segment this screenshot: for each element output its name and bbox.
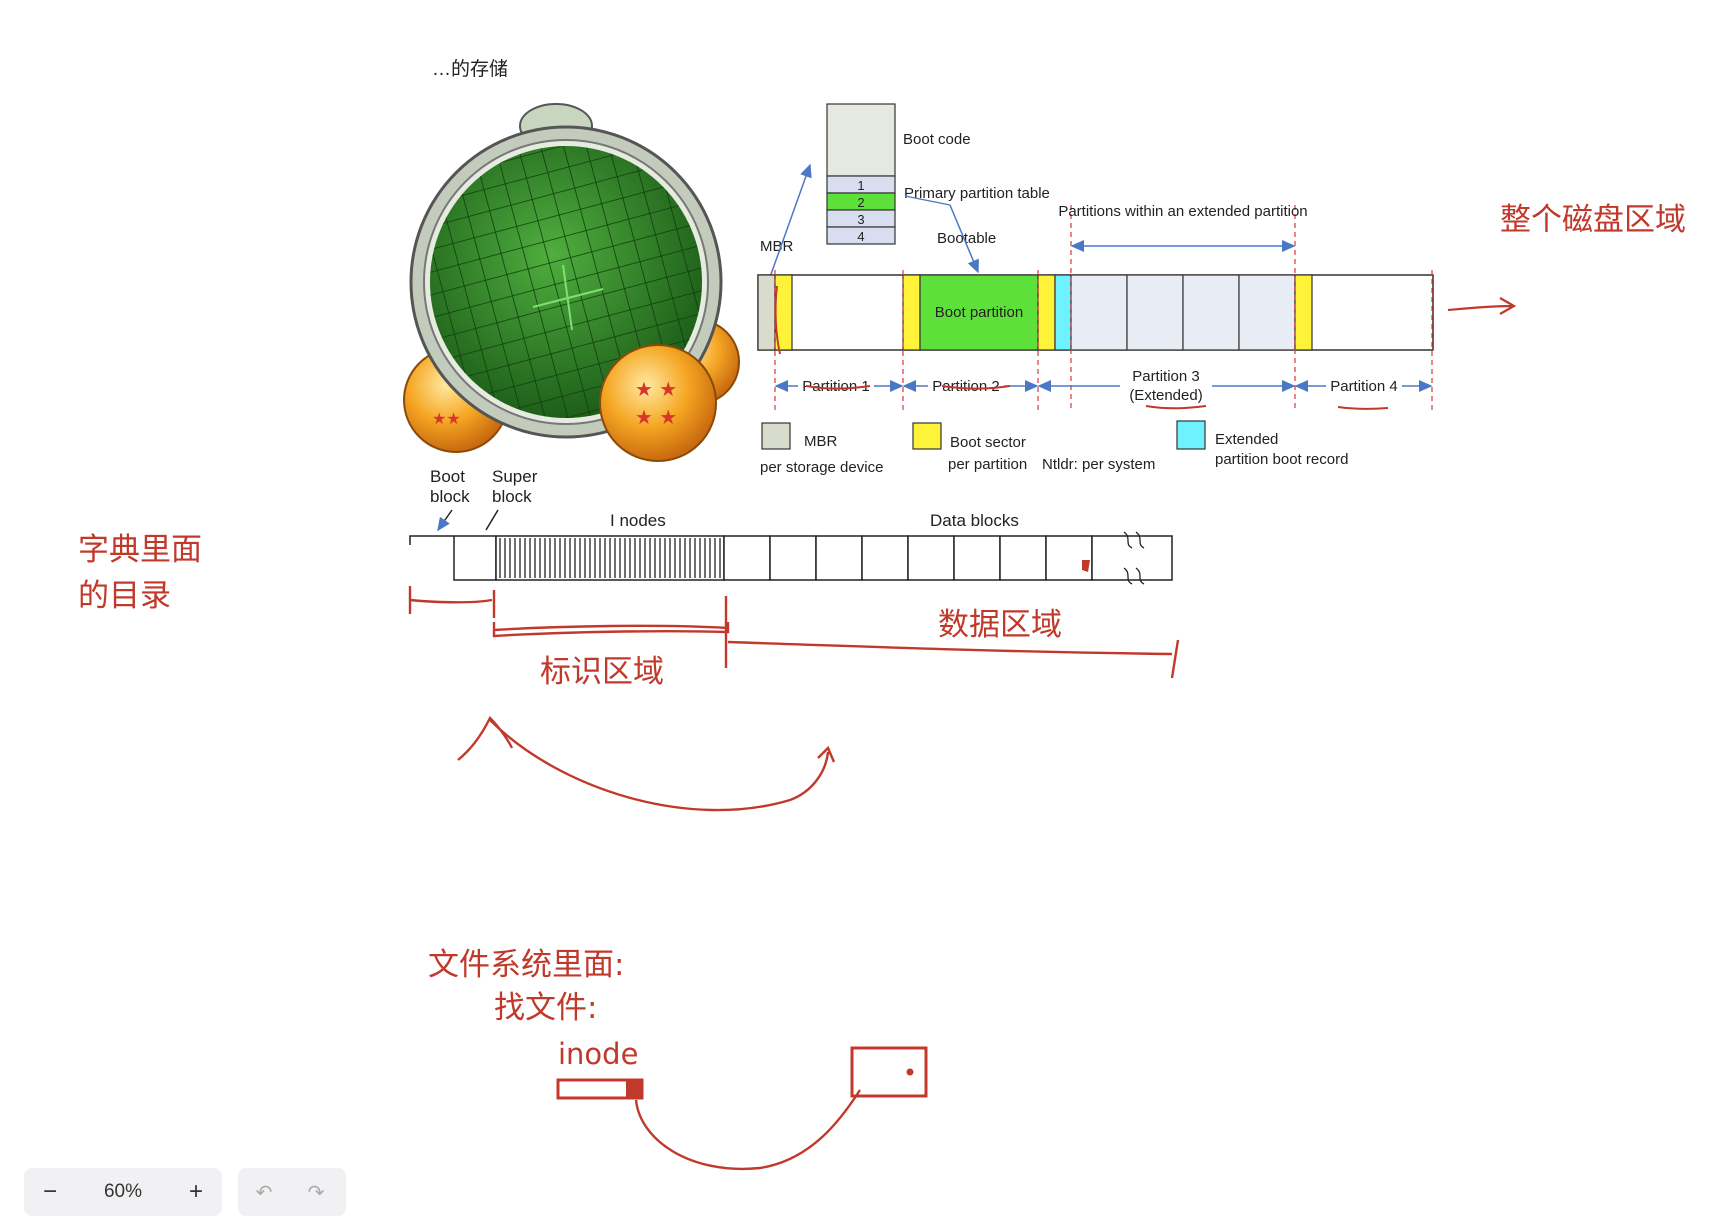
inode-pointer bbox=[626, 1080, 642, 1098]
legend-extended-sub: partition boot record bbox=[1215, 451, 1348, 468]
svg-text:★★: ★★ bbox=[432, 409, 461, 428]
extended-boot-record-segment bbox=[1054, 274, 1072, 351]
super-block bbox=[453, 535, 497, 581]
break-mark-top bbox=[1123, 531, 1145, 549]
id-area-annotation: 标识区域 bbox=[540, 654, 664, 690]
partition-1-label: Partition 1 bbox=[802, 378, 870, 395]
fs-inside-annotation-1: 文件系统里面: bbox=[428, 947, 624, 983]
legend-mbr-swatch bbox=[761, 422, 791, 450]
boot-sector-segment bbox=[1294, 274, 1313, 351]
data-area-bracket bbox=[724, 596, 1180, 679]
inode-annotation: inode bbox=[558, 1037, 638, 1071]
data-block bbox=[999, 535, 1047, 581]
partition-table-row-4 bbox=[826, 226, 896, 245]
boot-partition-segment bbox=[919, 274, 1039, 351]
partition-underlines bbox=[805, 385, 1389, 410]
inode-to-block-curve bbox=[634, 1089, 862, 1171]
legend-ntldr-label: Ntldr: per system bbox=[1042, 456, 1155, 473]
data-block bbox=[907, 535, 955, 581]
fs-inside-annotation-2: 找文件: bbox=[494, 990, 597, 1026]
filesystem-layout: Boot block Super block I nodes Data bloc… bbox=[409, 467, 1173, 585]
partition-3-extended-label: (Extended) bbox=[1129, 387, 1202, 404]
svg-text:★ ★: ★ ★ bbox=[635, 377, 677, 401]
extended-partitions-text: Partitions within an extended partition bbox=[1058, 203, 1307, 220]
data-block-dot bbox=[906, 1068, 914, 1076]
data-area-annotation: 数据区域 bbox=[938, 607, 1062, 643]
partition-2-label: Partition 2 bbox=[932, 378, 1000, 395]
data-block bbox=[815, 535, 863, 581]
mbr-zoom-arrow bbox=[769, 163, 812, 278]
partition-3-label: Partition 3 bbox=[1132, 368, 1200, 385]
legend-boot-sector-label: Boot sector bbox=[950, 434, 1026, 451]
whole-disk-arrow bbox=[1447, 297, 1517, 315]
data-block bbox=[769, 535, 817, 581]
legend-mbr-label: MBR bbox=[804, 433, 838, 450]
mbr-detail: 1 2 3 4 Boot code Primary partition tabl… bbox=[760, 103, 1050, 278]
data-block bbox=[1045, 535, 1093, 581]
bootable-arrow bbox=[949, 204, 979, 274]
super-block-label-1: Super bbox=[492, 467, 538, 486]
table-row-label: 2 bbox=[857, 195, 864, 210]
dragon-radar-illustration: ★ ★ ★ ★ ★★ bbox=[403, 103, 740, 462]
boot-bracket bbox=[408, 586, 496, 618]
super-block-label-2: block bbox=[492, 487, 532, 506]
zoom-out-button[interactable]: − bbox=[42, 1178, 57, 1205]
zoom-toolbar: − 60% + bbox=[24, 1168, 222, 1216]
mbr-pointer-label: MBR bbox=[760, 238, 794, 255]
mbr-segment bbox=[757, 274, 776, 351]
primary-partition-table-label: Primary partition table bbox=[904, 185, 1050, 202]
header-fragment: …的存储 bbox=[432, 58, 508, 80]
legend-mbr-sub: per storage device bbox=[760, 459, 883, 476]
dictionary-annotation-2: 的目录 bbox=[78, 578, 171, 614]
redo-button[interactable]: ↷ bbox=[307, 1181, 325, 1204]
boot-block-label-2: block bbox=[430, 487, 470, 506]
table-row-label: 3 bbox=[857, 212, 864, 227]
svg-text:★ ★: ★ ★ bbox=[635, 405, 677, 429]
data-block bbox=[1091, 535, 1173, 581]
undo-button[interactable]: ↶ bbox=[255, 1181, 273, 1204]
boot-sector-segment bbox=[902, 274, 921, 351]
history-toolbar: ↶ ↷ bbox=[238, 1168, 346, 1216]
logical-partition-segment bbox=[1126, 274, 1184, 351]
data-block-marker bbox=[1082, 560, 1090, 572]
legend-extended-swatch bbox=[1176, 420, 1206, 450]
legend-extended-label: Extended bbox=[1215, 431, 1278, 448]
data-block bbox=[861, 535, 909, 581]
boot-partition-label: Boot partition bbox=[935, 304, 1023, 321]
zoom-in-button[interactable]: + bbox=[188, 1178, 203, 1205]
mbr-mark bbox=[774, 285, 781, 355]
dictionary-annotation-1: 字典里面 bbox=[78, 532, 202, 568]
legend-boot-sector-sub: per partition bbox=[948, 456, 1027, 473]
data-block-box bbox=[850, 1046, 928, 1098]
boot-code-label: Boot code bbox=[903, 131, 971, 148]
data-block bbox=[953, 535, 1001, 581]
logical-partition-segment bbox=[1182, 274, 1240, 351]
data-block bbox=[723, 535, 771, 581]
boot-code-block bbox=[826, 103, 896, 177]
extended-partitions-label: Partitions within an extended partition bbox=[1058, 203, 1307, 220]
annotations: 整个磁盘区域 字典里面 的目录 数据区域 标识区域 文件系统里面: 找文件: i… bbox=[78, 202, 1686, 1171]
lookup-curve-arrow bbox=[457, 715, 836, 812]
boot-block-label-1: Boot bbox=[430, 467, 465, 486]
legend-boot-sector-swatch bbox=[912, 422, 942, 450]
data-blocks-label: Data blocks bbox=[930, 511, 1019, 530]
logical-partition-segment bbox=[1238, 274, 1296, 351]
bootable-label: Bootable bbox=[937, 230, 996, 247]
boot-sector-segment bbox=[1037, 274, 1056, 351]
inodes-label: I nodes bbox=[610, 511, 666, 530]
data-blocks-row bbox=[723, 535, 1173, 581]
whole-disk-annotation: 整个磁盘区域 bbox=[1500, 202, 1686, 238]
table-row-label: 1 bbox=[857, 178, 864, 193]
logical-partition-segment bbox=[1070, 274, 1128, 351]
zoom-level: 60% bbox=[103, 1181, 143, 1202]
id-area-bracket bbox=[492, 622, 730, 638]
legend: MBR per storage device Boot sector per p… bbox=[760, 420, 1348, 476]
inode-stripes bbox=[499, 538, 721, 578]
partition-4-label: Partition 4 bbox=[1330, 378, 1398, 395]
table-row-label: 4 bbox=[857, 229, 864, 244]
break-mark-bottom bbox=[1123, 567, 1145, 585]
disk-partition-bar: Boot partition Partitions within an exte… bbox=[757, 203, 1434, 410]
